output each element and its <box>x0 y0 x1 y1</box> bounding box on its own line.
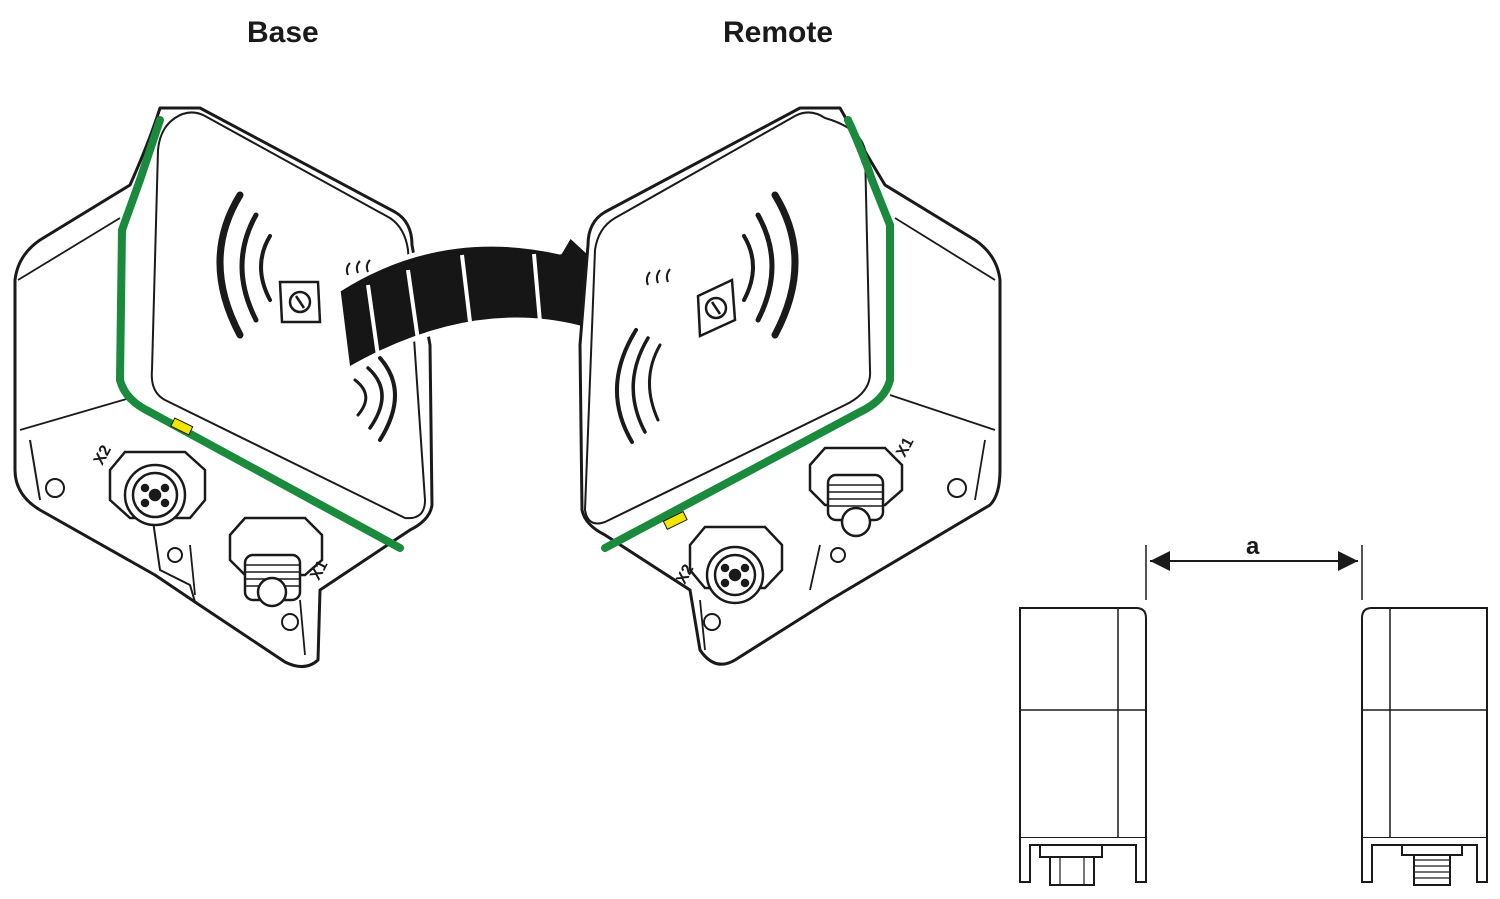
base-connector-x1 <box>228 516 324 608</box>
base-device <box>13 106 434 668</box>
distance-dimension <box>1145 545 1363 600</box>
side-view-right-device <box>1361 607 1488 886</box>
remote-status-led <box>662 510 688 530</box>
base-nfc-icon <box>278 280 322 324</box>
distance-label: a <box>1246 533 1260 560</box>
base-title: Base <box>247 16 319 49</box>
remote-small-waves <box>645 268 671 286</box>
remote-connector-x1 <box>808 446 904 538</box>
base-connector-x2 <box>108 450 207 527</box>
base-status-led <box>170 417 194 436</box>
arrow-small-waves <box>345 259 371 276</box>
remote-green-band <box>601 116 894 552</box>
remote-title: Remote <box>723 16 834 49</box>
base-green-band <box>115 116 404 552</box>
side-view-left-device <box>1019 607 1147 886</box>
remote-connector-x2 <box>688 525 784 605</box>
remote-device <box>578 106 1002 666</box>
base-wave-icon <box>216 191 397 442</box>
remote-wave-icon <box>615 191 799 444</box>
remote-nfc-icon <box>696 278 737 338</box>
